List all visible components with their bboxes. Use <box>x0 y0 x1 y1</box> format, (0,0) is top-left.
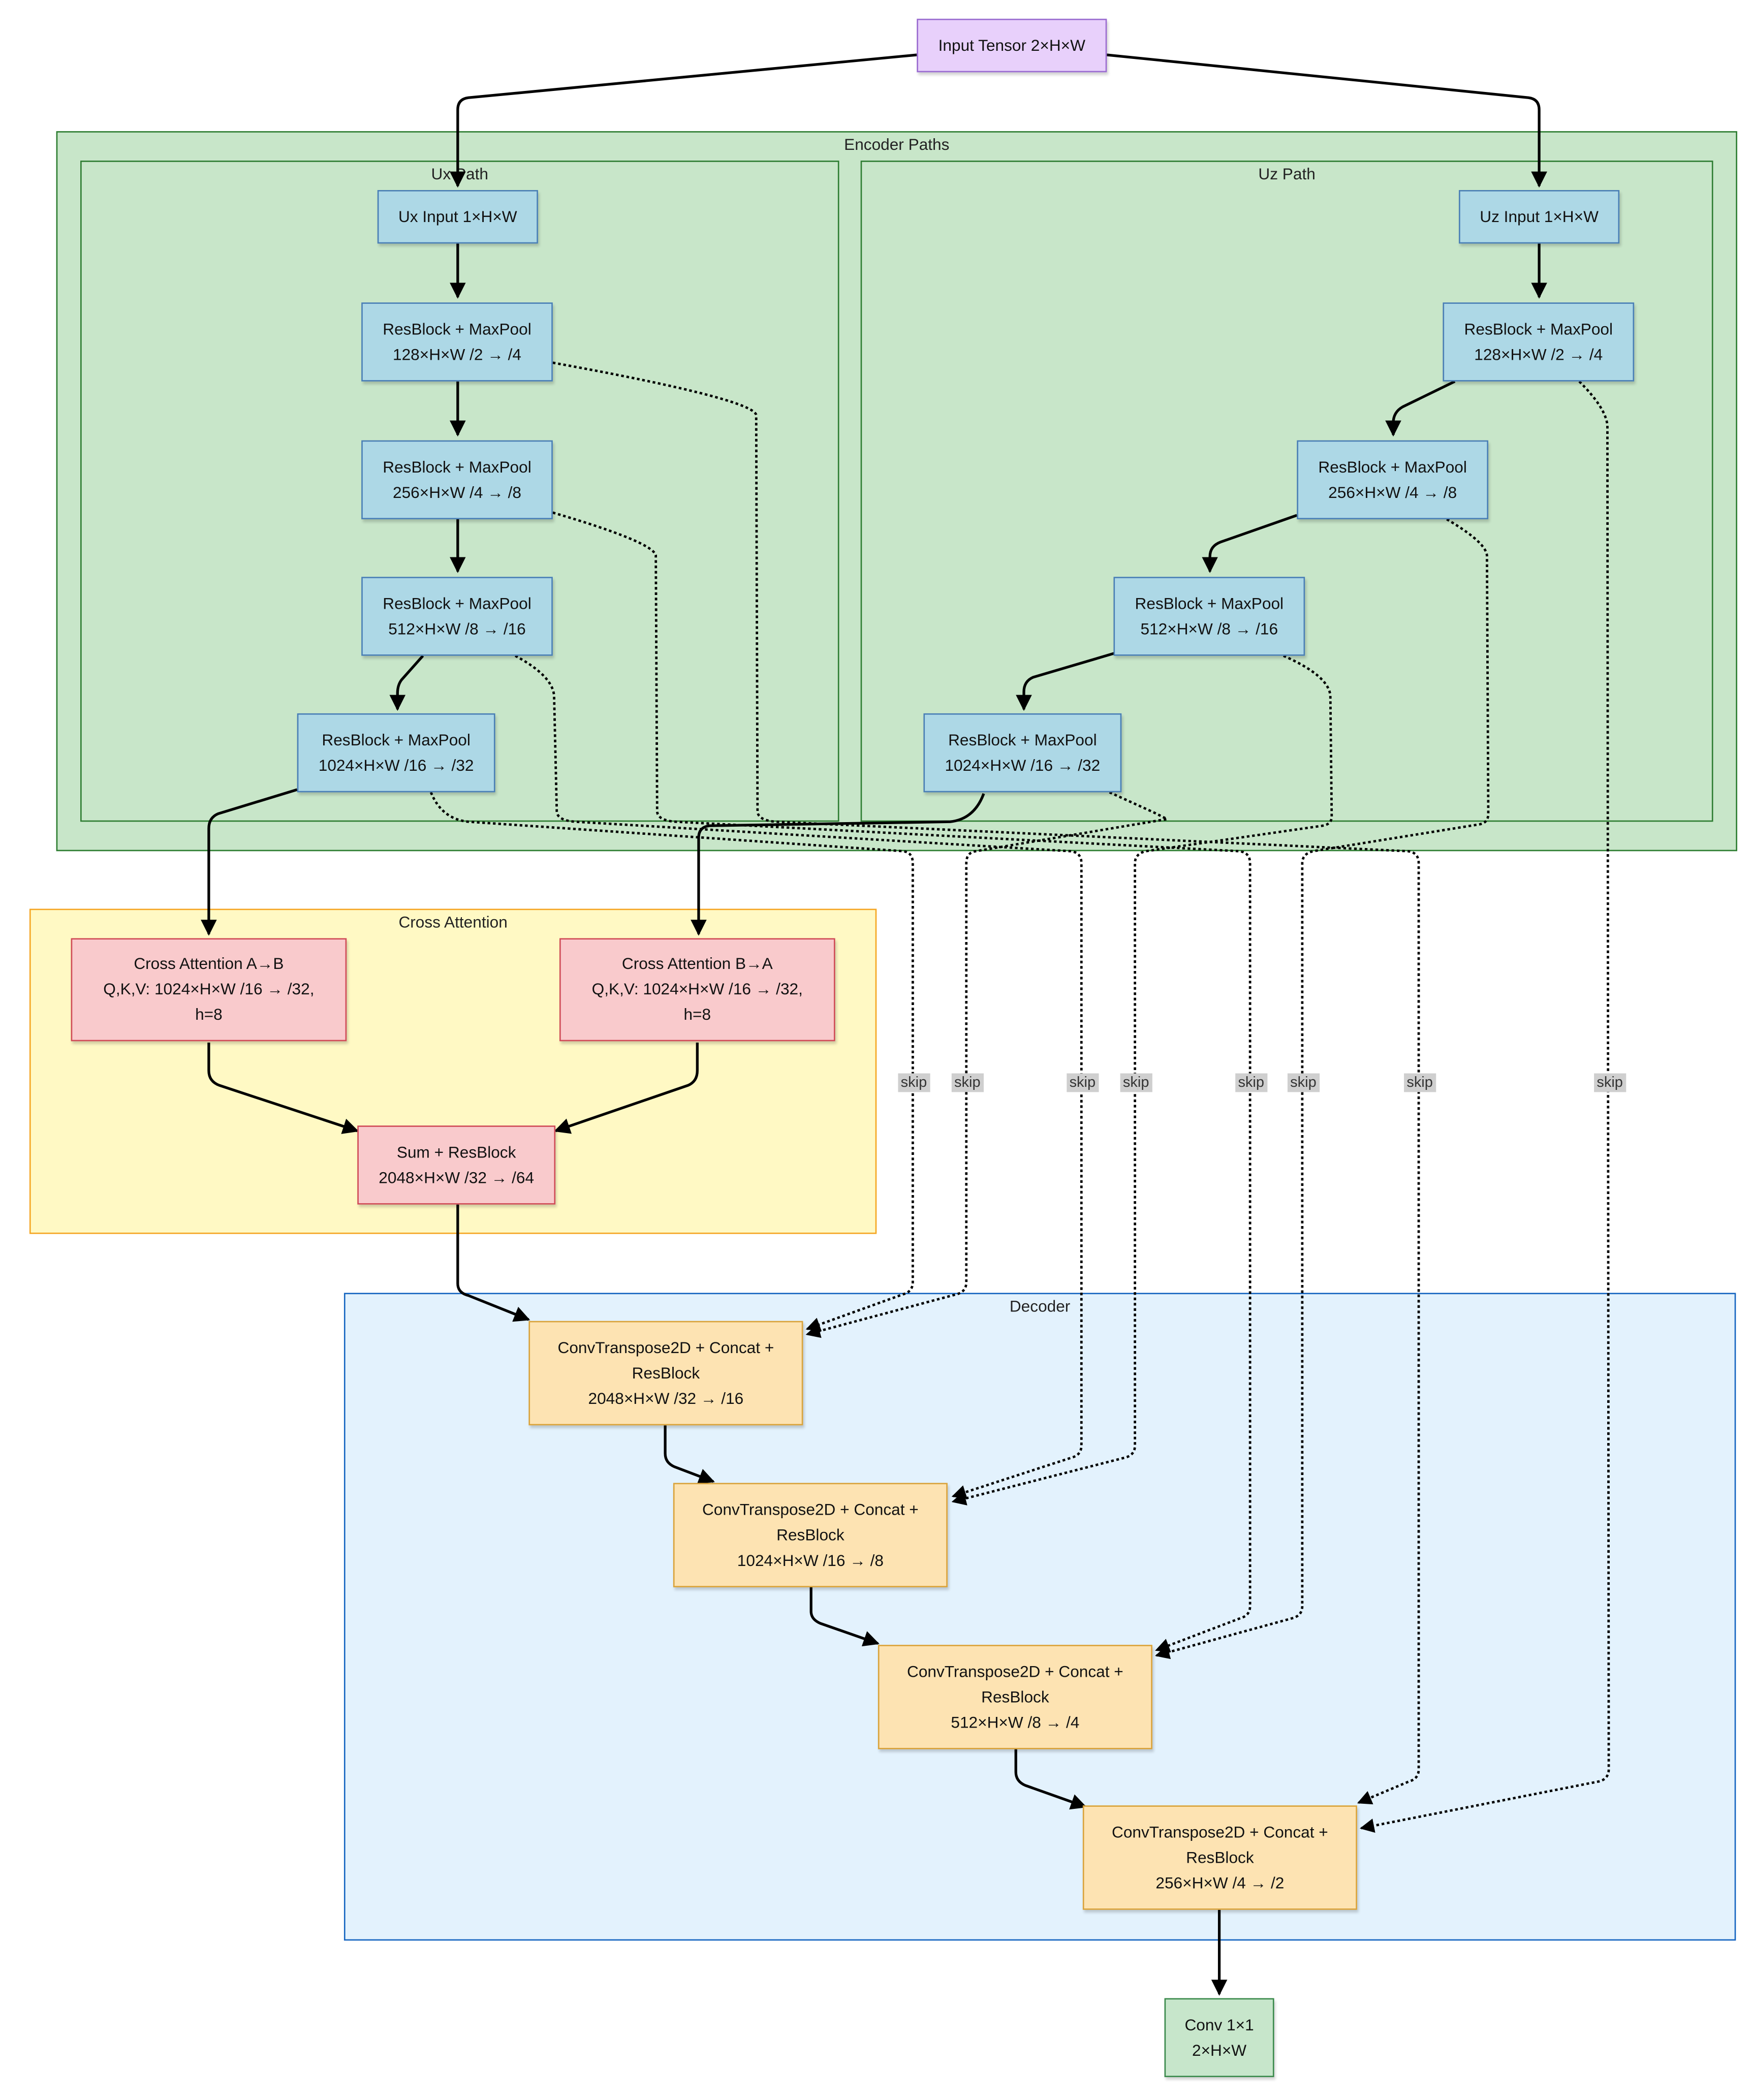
node-ux-resblock-2: ResBlock + MaxPool 256×H×W /4 → /8 <box>361 440 553 519</box>
node-text: ConvTranspose2D + Concat + <box>557 1337 774 1357</box>
node-text: 2048×H×W /32 → /64 <box>379 1168 535 1187</box>
node-text: Input Tensor 2×H×W <box>938 35 1085 54</box>
node-uz-resblock-2: ResBlock + MaxPool 256×H×W /4 → /8 <box>1297 440 1489 519</box>
cluster-label-cross: Cross Attention <box>398 913 508 932</box>
node-text: ResBlock + MaxPool <box>322 730 471 749</box>
node-text: Cross Attention A→B <box>134 954 284 973</box>
node-decoder-block-4: ConvTranspose2D + Concat + ResBlock 256×… <box>1082 1805 1357 1910</box>
edge-caab-sum <box>207 1042 359 1134</box>
skip-edge-uz1-d4 <box>1359 381 1610 1833</box>
node-uz-resblock-4: ResBlock + MaxPool 1024×H×W /16 → /32 <box>923 713 1122 793</box>
node-text: Cross Attention B→A <box>621 954 773 973</box>
node-text: ResBlock + MaxPool <box>383 593 531 613</box>
edge-input-uz <box>1107 53 1547 188</box>
node-text: 256×H×W /4 → /8 <box>1328 482 1457 502</box>
node-text: ConvTranspose2D + Concat + <box>906 1662 1123 1680</box>
node-text: h=8 <box>683 1005 711 1024</box>
node-text: ConvTranspose2D + Concat + <box>702 1499 919 1519</box>
skip-label-4: skip <box>1120 1073 1152 1092</box>
node-text: 1024×H×W /16 → /32 <box>318 755 474 774</box>
node-text: ResBlock <box>981 1687 1049 1706</box>
skip-label-6: skip <box>1287 1073 1319 1092</box>
skip-label-7: skip <box>1404 1073 1436 1092</box>
edge-d1-d2 <box>664 1425 715 1484</box>
edge-d3-d4 <box>1014 1749 1087 1810</box>
node-text: 128×H×W /2 → /4 <box>392 344 521 364</box>
node-text: 1024×H×W /16 → /32 <box>945 755 1101 774</box>
node-text: ResBlock + MaxPool <box>383 319 531 338</box>
skip-label-2: skip <box>951 1073 983 1092</box>
node-text: 128×H×W /2 → /4 <box>1474 344 1603 364</box>
node-cross-attention-ba: Cross Attention B→A Q,K,V: 1024×H×W /16 … <box>559 938 835 1042</box>
skip-edge-uz2-d3 <box>1155 518 1490 1659</box>
edge-ux3-ux4 <box>389 654 424 711</box>
node-text: Q,K,V: 1024×H×W /16 → /32, <box>591 980 803 998</box>
edge-sum-d1 <box>456 1204 530 1322</box>
node-text: h=8 <box>195 1005 223 1024</box>
edge-input-ux <box>450 53 917 188</box>
edge-caba-sum <box>554 1042 699 1134</box>
edge-d2-d3 <box>809 1587 880 1647</box>
cluster-label-encoder: Encoder Paths <box>844 135 950 154</box>
node-text: Ux Input 1×H×W <box>398 206 517 226</box>
node-decoder-block-3: ConvTranspose2D + Concat + ResBlock 512×… <box>878 1645 1152 1749</box>
node-sum-resblock: Sum + ResBlock 2048×H×W /32 → /64 <box>357 1125 556 1205</box>
cluster-label-uz: Uz Path <box>1258 164 1316 183</box>
node-text: ResBlock + MaxPool <box>948 730 1097 749</box>
node-text: ResBlock + MaxPool <box>1135 593 1284 613</box>
node-text: ResBlock <box>776 1525 844 1544</box>
node-text: 512×H×W /8 → /16 <box>1140 619 1278 638</box>
node-input-tensor: Input Tensor 2×H×W <box>917 18 1107 73</box>
skip-edge-ux4-d1 <box>429 792 914 1332</box>
node-text: ResBlock + MaxPool <box>1464 319 1613 338</box>
skip-edge-ux3-d2 <box>514 654 1083 1499</box>
skip-edges <box>429 361 1610 1833</box>
edge-uz1-uz2 <box>1385 380 1456 437</box>
node-text: 256×H×W /4 → /8 <box>392 482 521 502</box>
cluster-uz-path: Uz Path <box>860 161 1713 822</box>
skip-edge-uz3-d2 <box>951 654 1333 1506</box>
node-uz-input: Uz Input 1×H×W <box>1459 190 1620 244</box>
node-text: 1024×H×W /16 → /8 <box>737 1550 884 1570</box>
edge-uz2-uz3 <box>1202 514 1298 573</box>
node-text: ConvTranspose2D + Concat + <box>1111 1822 1328 1841</box>
node-text: Conv 1×1 <box>1184 2015 1254 2034</box>
skip-label-5: skip <box>1235 1073 1267 1092</box>
node-text: 2×H×W <box>1192 2040 1247 2059</box>
node-text: 256×H×W /4 → /2 <box>1155 1873 1285 1892</box>
node-cross-attention-ab: Cross Attention A→B Q,K,V: 1024×H×W /16 … <box>71 938 347 1042</box>
skip-label-1: skip <box>898 1073 930 1092</box>
edge-uz3-uz4 <box>1016 651 1115 711</box>
solid-edges <box>201 53 1547 1996</box>
node-conv-output: Conv 1×1 2×H×W <box>1164 1998 1274 2077</box>
node-text: Sum + ResBlock <box>396 1142 516 1161</box>
node-text: ResBlock + MaxPool <box>383 457 531 476</box>
node-text: ResBlock + MaxPool <box>1318 457 1467 476</box>
skip-label-3: skip <box>1067 1073 1099 1092</box>
node-uz-resblock-3: ResBlock + MaxPool 512×H×W /8 → /16 <box>1113 577 1305 656</box>
cluster-label-decoder: Decoder <box>1009 1297 1071 1316</box>
node-text: ResBlock <box>1186 1847 1254 1867</box>
node-decoder-block-2: ConvTranspose2D + Concat + ResBlock 1024… <box>673 1483 948 1587</box>
node-text: 512×H×W /8 → /4 <box>951 1712 1080 1732</box>
node-ux-resblock-1: ResBlock + MaxPool 128×H×W /2 → /4 <box>361 302 553 382</box>
skip-edge-uz4-d1 <box>805 791 1171 1338</box>
node-text: Q,K,V: 1024×H×W /16 → /32, <box>103 980 315 998</box>
skip-label-8: skip <box>1594 1073 1626 1092</box>
node-text: 512×H×W /8 → /16 <box>388 619 526 638</box>
node-decoder-block-1: ConvTranspose2D + Concat + ResBlock 2048… <box>528 1321 803 1426</box>
node-ux-resblock-3: ResBlock + MaxPool 512×H×W /8 → /16 <box>361 577 553 656</box>
edge-uz4-caba <box>691 793 985 936</box>
node-uz-resblock-1: ResBlock + MaxPool 128×H×W /2 → /4 <box>1443 302 1635 382</box>
node-text: Uz Input 1×H×W <box>1480 206 1599 226</box>
node-ux-input: Ux Input 1×H×W <box>377 190 538 244</box>
node-text: 2048×H×W /32 → /16 <box>588 1388 744 1407</box>
edge-ux4-caab <box>201 788 298 936</box>
node-ux-resblock-4: ResBlock + MaxPool 1024×H×W /16 → /32 <box>297 713 495 793</box>
skip-edge-ux2-d3 <box>552 511 1252 1652</box>
node-text: ResBlock <box>632 1363 700 1382</box>
